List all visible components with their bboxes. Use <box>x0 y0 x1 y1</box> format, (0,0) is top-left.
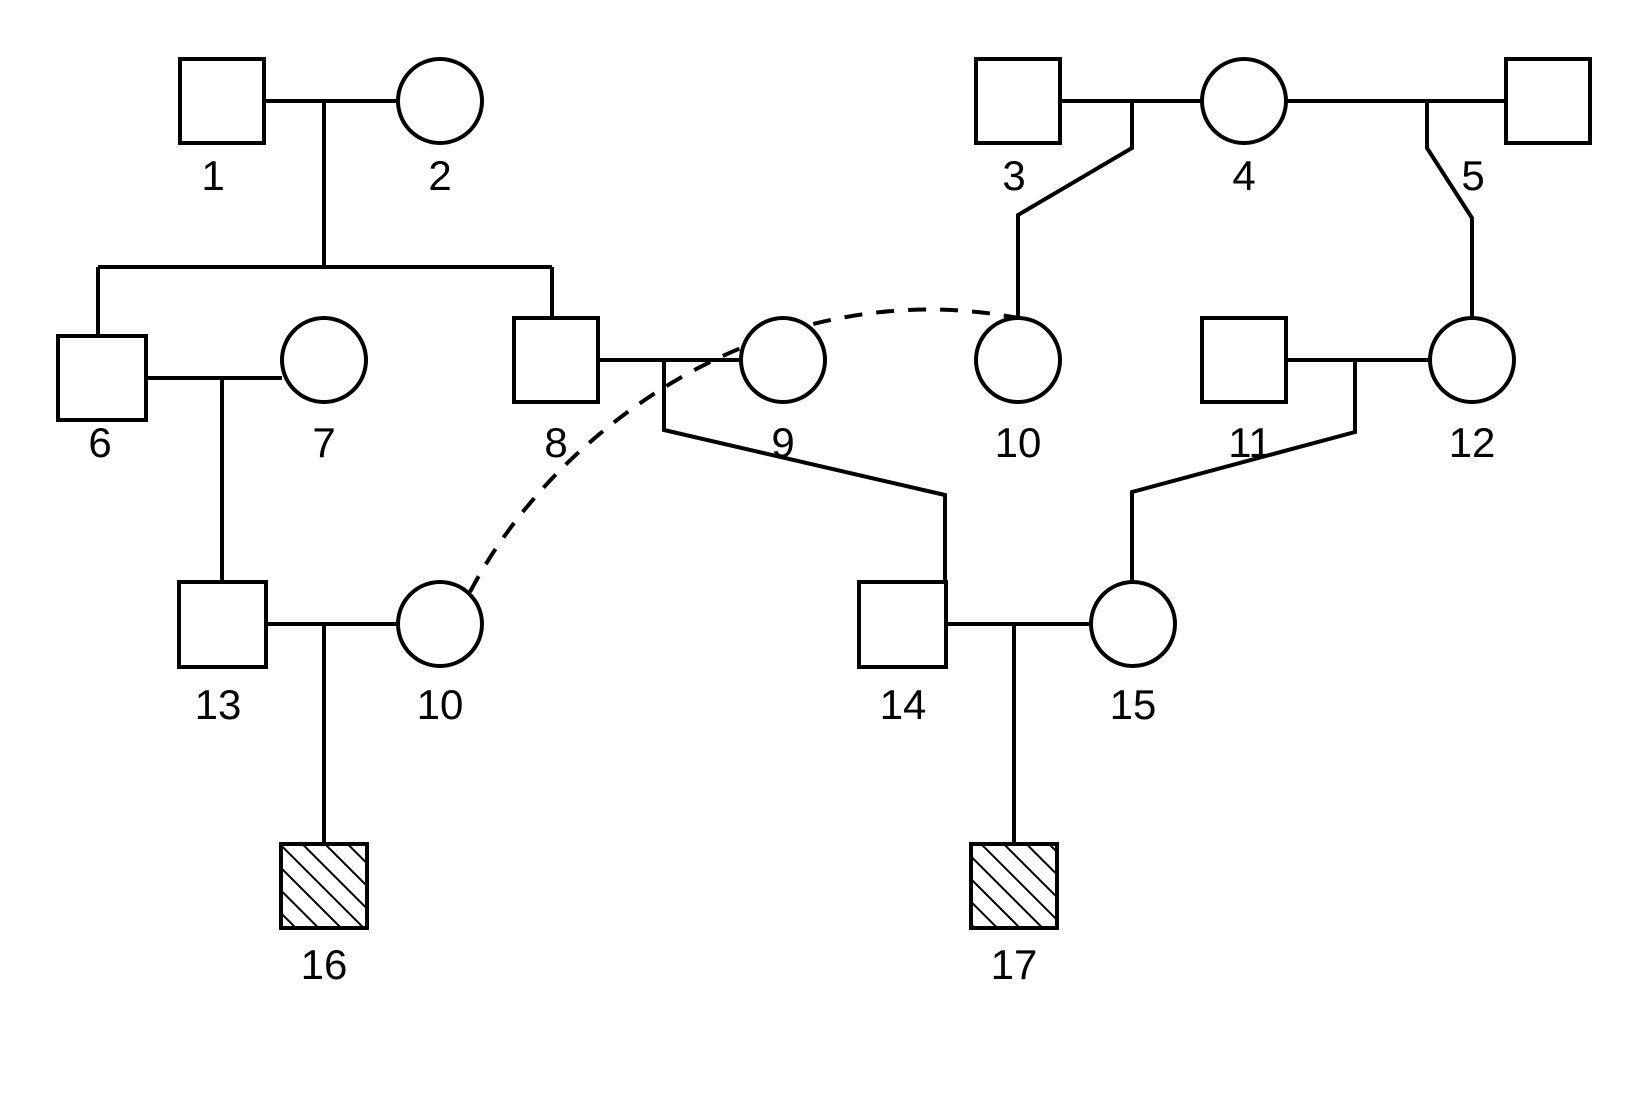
individual-label-10-top: 10 <box>994 419 1042 466</box>
individual-label-17: 17 <box>990 941 1038 988</box>
descent-8-9-to-14 <box>662 360 947 582</box>
individual-symbol-11[interactable] <box>1200 316 1288 404</box>
descent-11-12-to-15 <box>1130 360 1357 582</box>
individual-symbol-12[interactable] <box>1428 316 1516 404</box>
individual-label-13: 13 <box>194 681 242 728</box>
descent-4-5-to-12 <box>1425 101 1474 318</box>
individual-symbol-13[interactable] <box>177 580 268 669</box>
individual-label-16: 16 <box>300 941 348 988</box>
descent-path-4-5 <box>1425 101 1474 318</box>
individual-label-6: 6 <box>88 419 112 466</box>
individual-symbol-14[interactable] <box>857 580 948 669</box>
individual-symbol-10-bottom[interactable] <box>396 580 484 668</box>
individual-symbol-7[interactable] <box>280 316 368 404</box>
descent-3-4-to-10 <box>1016 101 1134 318</box>
individual-label-1: 1 <box>201 152 225 199</box>
individual-symbol-6[interactable] <box>56 334 148 422</box>
individual-label-10-bottom: 10 <box>416 681 464 728</box>
individual-label-3: 3 <box>1002 152 1026 199</box>
individual-symbol-3[interactable] <box>974 57 1062 145</box>
individual-symbol-15[interactable] <box>1089 580 1177 668</box>
descent-path-3-4 <box>1016 101 1134 318</box>
individual-label-14: 14 <box>879 681 927 728</box>
individual-label-8: 8 <box>544 419 568 466</box>
individual-symbol-17[interactable] <box>969 842 1059 930</box>
individual-symbol-5[interactable] <box>1504 57 1592 145</box>
individual-symbol-9[interactable] <box>739 316 827 404</box>
individual-symbol-16[interactable] <box>279 842 369 930</box>
individual-symbol-10-top[interactable] <box>974 316 1062 404</box>
individual-label-7: 7 <box>312 419 336 466</box>
individual-label-12: 12 <box>1448 419 1496 466</box>
individual-symbol-8[interactable] <box>512 316 600 404</box>
dashed-arc-10 <box>468 307 1019 593</box>
individual-symbol-2[interactable] <box>396 57 484 145</box>
individual-label-15: 15 <box>1109 681 1157 728</box>
sibship-group-1-2 <box>96 101 554 336</box>
descent-path-11-12 <box>1130 360 1357 582</box>
individual-label-5: 5 <box>1461 152 1485 199</box>
individual-symbol-4[interactable] <box>1200 57 1288 145</box>
individual-label-11: 11 <box>1228 419 1272 466</box>
mating-lines <box>146 99 1506 626</box>
individual-label-2: 2 <box>428 152 452 199</box>
descent-path-8-9 <box>662 360 947 582</box>
individual-symbols <box>56 57 1592 930</box>
individual-symbol-1[interactable] <box>178 57 266 145</box>
individual-label-9: 9 <box>771 419 795 466</box>
dashed-identity-link-10 <box>468 307 1019 593</box>
individual-label-4: 4 <box>1232 152 1256 199</box>
